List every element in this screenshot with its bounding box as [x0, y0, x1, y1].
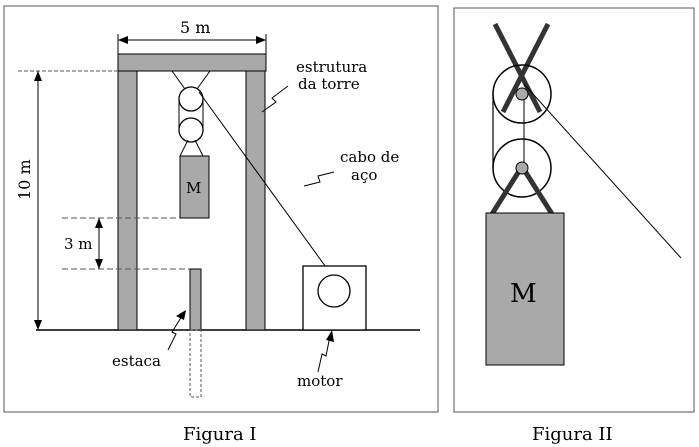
figure-1: 5 m 10 m M 3 m [3, 5, 439, 445]
pile-above-ground [189, 268, 202, 331]
mass-block-large [485, 212, 565, 366]
upper-support-bar-2 [500, 22, 551, 114]
mass-hanger-left [179, 139, 189, 157]
drop-label: 3 m [64, 235, 93, 253]
cable-to-motor [523, 83, 682, 259]
drop-arrow-top [95, 218, 103, 228]
steel-cable [198, 91, 337, 282]
tower-label-line2: da torre [298, 75, 360, 93]
figure-2-frame [453, 7, 695, 413]
width-arrow-right [256, 36, 266, 44]
tower-beam [117, 53, 267, 72]
motor-drum [317, 274, 351, 308]
height-label: 10 m [15, 159, 34, 200]
figure-2-caption: Figura II [532, 424, 613, 445]
upper-pulley [178, 86, 204, 112]
figure-1-caption: Figura I [183, 424, 257, 445]
cable-label-pointer [303, 171, 335, 187]
upper-support-bar-1 [492, 22, 543, 114]
width-arrow-left [118, 36, 128, 44]
figure-2: M Figura II [453, 7, 695, 445]
mass-label-large: M [510, 279, 537, 309]
width-label: 5 m [180, 18, 210, 37]
height-arrow-top [34, 71, 42, 81]
figure-1-frame [3, 5, 439, 413]
mass-label: M [186, 179, 201, 197]
mass-hanger-right [194, 139, 204, 157]
tower-label-line1: estrutura [296, 58, 367, 76]
pile-label-pointer [167, 315, 183, 351]
motor-label-pointer [317, 335, 331, 373]
drop-arrow-bottom [95, 259, 103, 269]
motor-pointer-arrowhead [326, 330, 334, 342]
lower-support-bar-1 [489, 166, 524, 216]
lower-pulley [178, 117, 204, 143]
upper-pulley-axle [515, 87, 529, 101]
pile-label: estaca [112, 352, 161, 370]
pile-below-ground [189, 329, 202, 398]
cable-label-line2: aço [351, 166, 377, 184]
cable-label-line1: cabo de [340, 148, 399, 166]
lower-support-bar-2 [520, 166, 555, 216]
tower-right-column [245, 70, 266, 331]
lower-pulley-axle [515, 161, 529, 175]
pile-pointer-arrowhead [176, 310, 186, 320]
mass-block [179, 155, 210, 219]
tower-left-column [117, 70, 138, 331]
motor-label: motor [297, 372, 343, 390]
tower-label-pointer [261, 85, 289, 113]
height-arrow-bottom [34, 320, 42, 330]
